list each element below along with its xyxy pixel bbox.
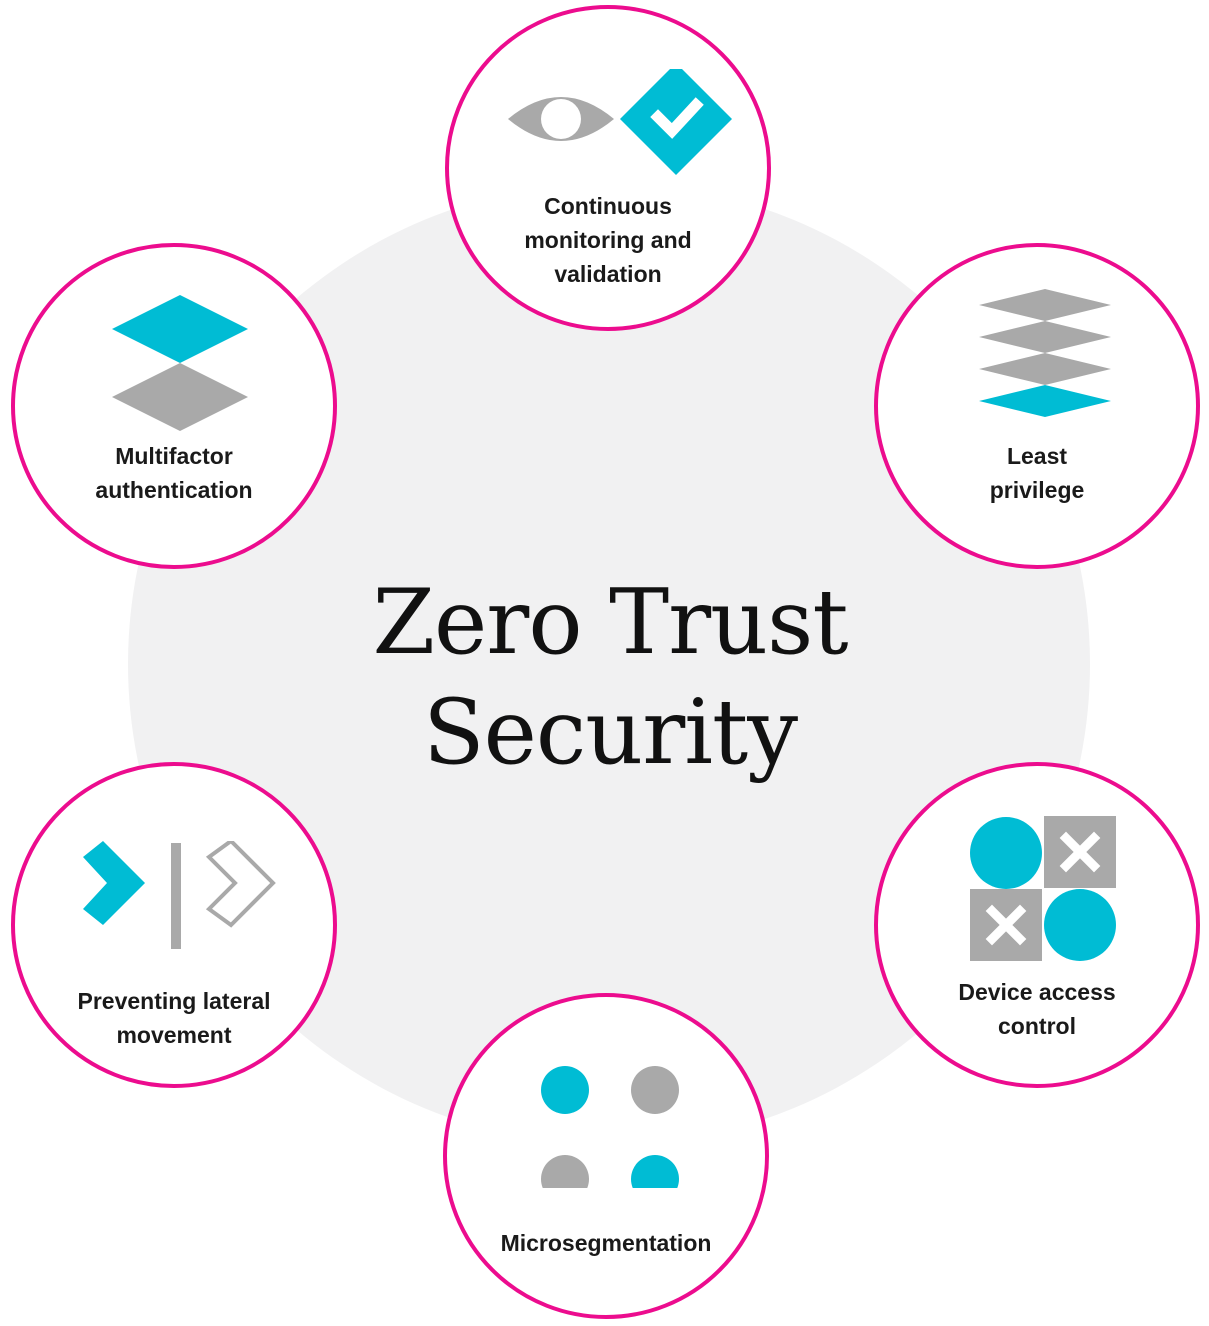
- four-dots-icon: [541, 1066, 679, 1188]
- label-line: Microsegmentation: [500, 1230, 712, 1256]
- node-least-privilege: Least privilege: [874, 243, 1200, 569]
- label-line: Device access: [958, 979, 1116, 1005]
- label-line: Multifactor: [115, 443, 233, 469]
- label-line: control: [998, 1013, 1076, 1039]
- two-diamonds-icon: [112, 295, 248, 431]
- label-line: privilege: [989, 477, 1085, 503]
- eye-check-icon: [508, 69, 732, 175]
- diagram-title: Zero Trust Security: [250, 568, 970, 788]
- node-device-access-control: Device access control: [874, 762, 1200, 1088]
- label-line: Preventing lateral: [77, 988, 271, 1014]
- node-multifactor-authentication: Multifactor authentication: [11, 243, 337, 569]
- label-line: Least: [1006, 443, 1068, 469]
- node-microsegmentation: Microsegmentation: [443, 993, 769, 1319]
- label-line: Continuous: [544, 193, 672, 219]
- label-line: authentication: [95, 477, 253, 503]
- node-preventing-lateral-movement: Preventing lateral movement: [11, 762, 337, 1088]
- label-line: monitoring and: [524, 227, 692, 253]
- title-line-2: Security: [422, 680, 798, 785]
- blocked-arrow-icon: [83, 841, 276, 949]
- title-line-1: Zero Trust: [372, 570, 849, 675]
- label-line: movement: [116, 1022, 232, 1048]
- access-grid-icon: [970, 816, 1116, 961]
- stacked-layers-icon: [979, 289, 1111, 417]
- label-line: validation: [554, 261, 662, 287]
- node-continuous-monitoring: Continuous monitoring and validation: [445, 5, 771, 331]
